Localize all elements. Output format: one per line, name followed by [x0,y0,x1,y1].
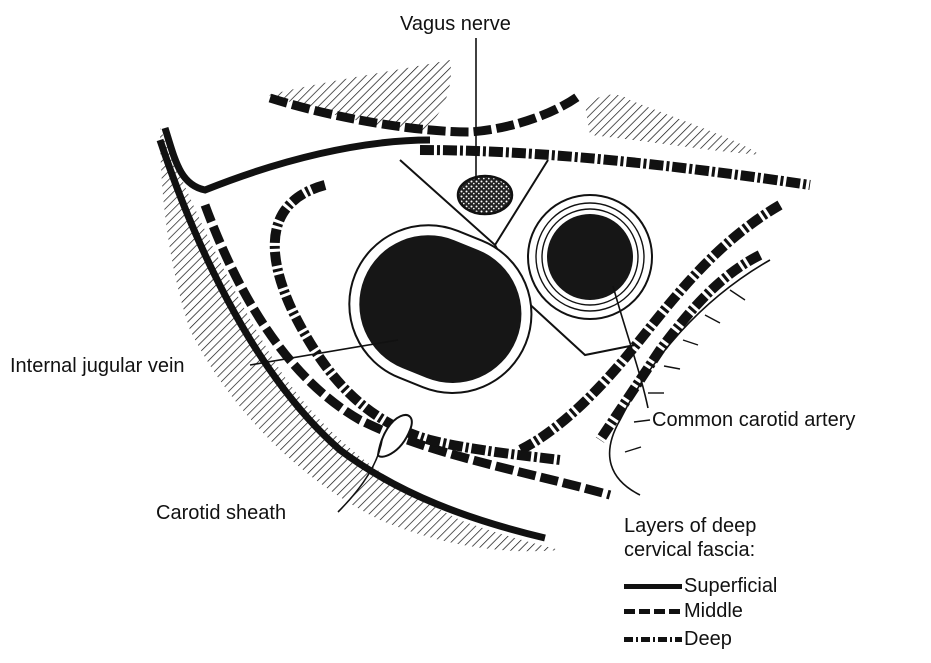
fascia-superficial-upper [165,128,430,190]
legend-swatch-dash-dot [624,637,682,642]
legend-item-deep: Deep [624,628,924,650]
legend-swatch-solid [624,584,682,589]
hatched-tissue-top-right [585,95,760,155]
vagus-nerve-shape [458,176,512,214]
label-internal-jugular-vein: Internal jugular vein [10,356,185,376]
legend-label-superficial: Superficial [684,575,777,598]
legend-title-line-2: cervical fascia: [624,540,755,560]
internal-jugular-vein [325,201,555,416]
legend-item-middle: Middle [624,600,924,622]
legend-label-deep: Deep [684,628,732,651]
common-carotid-artery [528,195,652,319]
legend-title-line-1: Layers of deep [624,516,756,536]
sheath-loop [378,415,412,457]
label-common-carotid-artery: Common carotid artery [652,410,855,430]
legend-label-middle: Middle [684,600,743,623]
legend-item-superficial: Superficial [624,575,924,597]
label-vagus-nerve: Vagus nerve [400,14,511,34]
label-carotid-sheath: Carotid sheath [156,503,286,523]
legend-swatch-dashed [624,609,682,614]
